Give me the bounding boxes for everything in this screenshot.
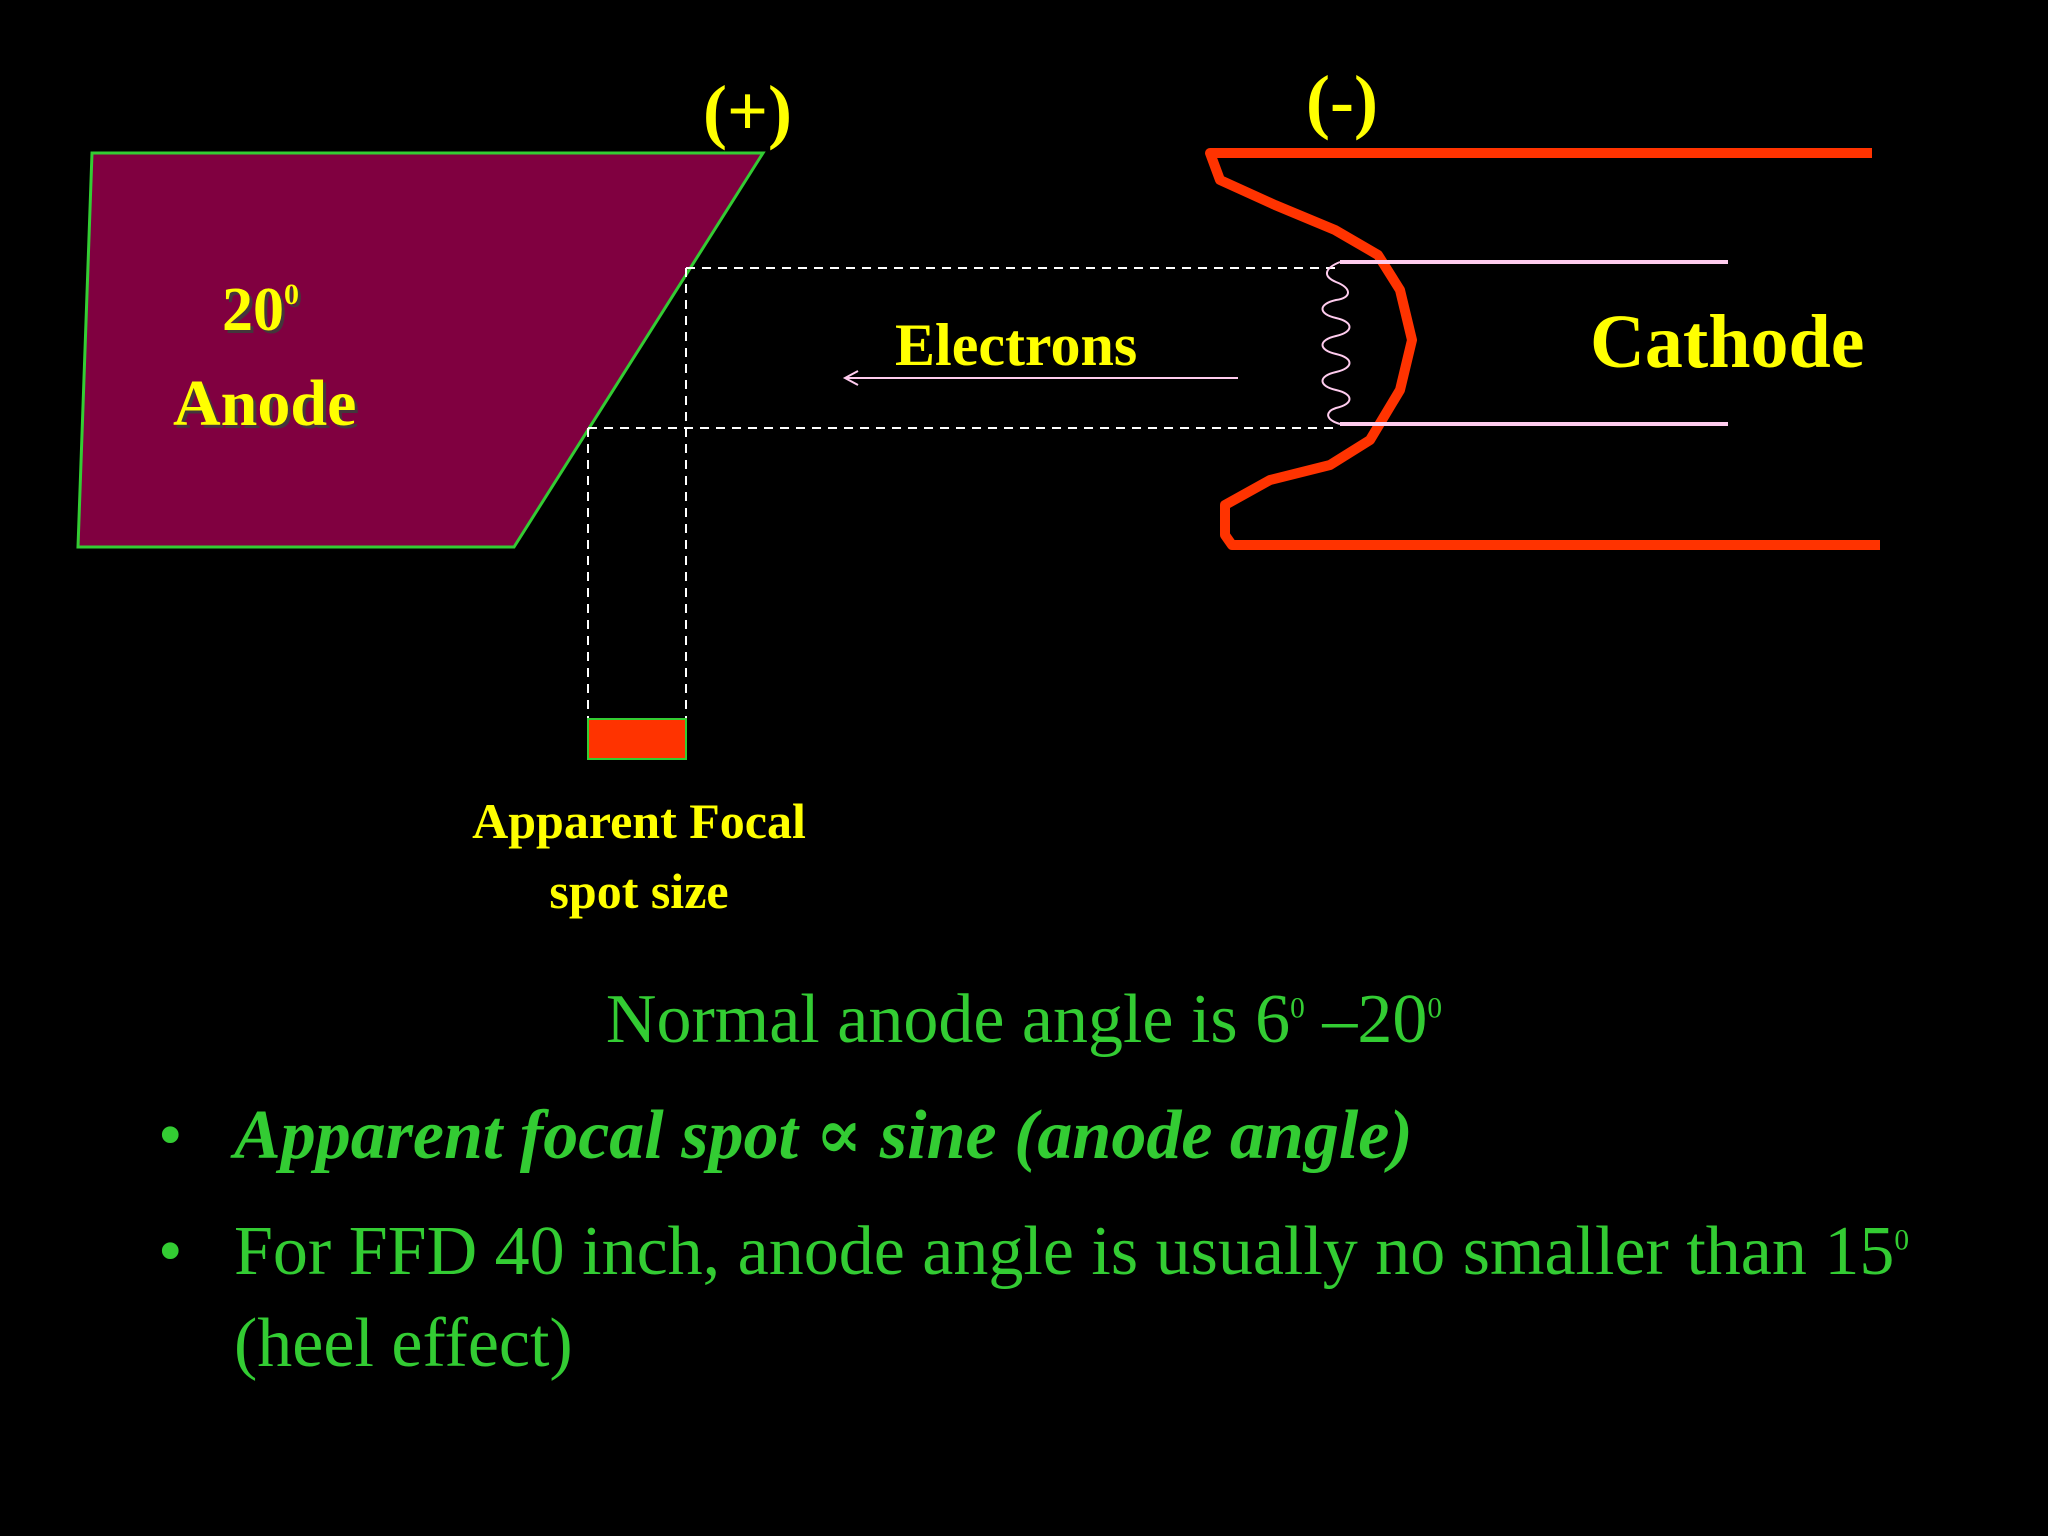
- bullet-text: For FFD 40 inch, anode angle is usually …: [234, 1213, 1910, 1382]
- anode-polarity-label: (+): [703, 71, 792, 151]
- cathode-polarity-label: (-): [1306, 61, 1378, 141]
- bullet-marker: •: [158, 1213, 183, 1290]
- anode-shape: [76, 151, 766, 549]
- projection-lines: [587, 267, 1340, 760]
- normal-angle-statement: Normal anode angle is 60 –200: [605, 981, 1443, 1058]
- filament-coil: [1321, 261, 1351, 425]
- cathode-label: Cathode: [1590, 300, 1864, 384]
- anode-angle-label: 200: [222, 276, 299, 344]
- anode-label: Anode: [173, 367, 356, 440]
- apparent-focal-spot: [587, 718, 687, 760]
- electron-beam-arrow: [842, 370, 1238, 386]
- electrons-label: Electrons: [895, 312, 1137, 378]
- focal-spot-label-line2: spot size: [549, 863, 728, 919]
- bullet-text: Apparent focal spot ∝ sine (anode angle): [234, 1097, 1413, 1174]
- focal-spot-label-line1: Apparent Focal: [472, 793, 806, 849]
- bullet-marker: •: [158, 1097, 183, 1174]
- cathode-cup: [1205, 148, 1880, 550]
